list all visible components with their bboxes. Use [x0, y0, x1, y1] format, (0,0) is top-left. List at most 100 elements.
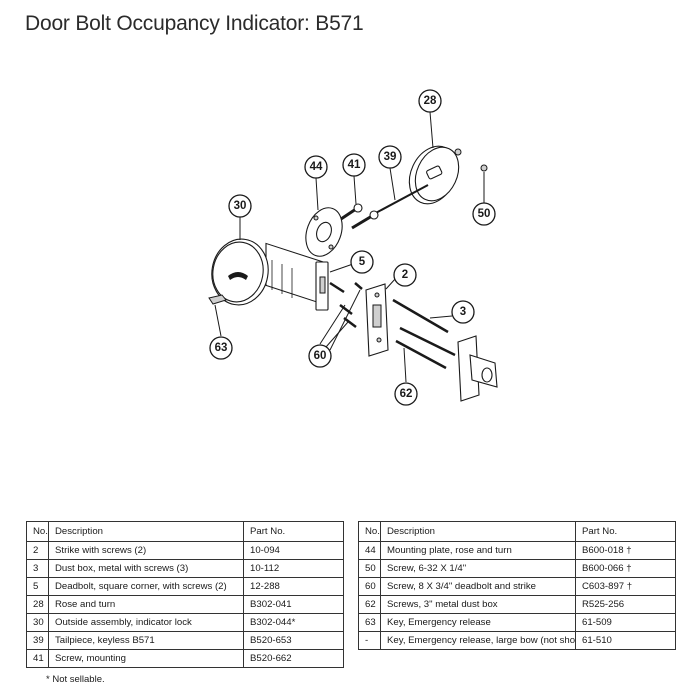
part-rose-and-turn [408, 145, 460, 205]
callout-50-label: 50 [478, 208, 491, 220]
cell-no: - [358, 631, 381, 650]
callout-50: 50 [472, 202, 496, 226]
cell-part-no: B520-653 [243, 631, 344, 650]
table-header-row: No. Description Part No. [26, 521, 344, 542]
part-strike [365, 283, 389, 357]
cell-description: Key, Emergency release, large bow (not s… [380, 631, 576, 650]
cell-no: 5 [26, 577, 49, 596]
cell-description: Deadbolt, square corner, with screws (2) [48, 577, 244, 596]
cell-no: 2 [26, 541, 49, 560]
part-screws-60 [329, 281, 363, 328]
cell-description: Screws, 3" metal dust box [380, 595, 576, 614]
cell-part-no: C603-897 † [575, 577, 676, 596]
callout-63-label: 63 [215, 342, 228, 354]
header-no: No. [358, 521, 381, 542]
header-no: No. [26, 521, 49, 542]
callout-30-label: 30 [234, 200, 247, 212]
cell-no: 44 [358, 541, 381, 560]
cell-description: Dust box, metal with screws (3) [48, 559, 244, 578]
cell-no: 63 [358, 613, 381, 632]
callout-60: 60 [308, 344, 332, 368]
cell-description: Screw, mounting [48, 649, 244, 668]
callout-5-label: 5 [359, 256, 366, 268]
callout-3-label: 3 [460, 306, 466, 318]
callout-62: 62 [394, 382, 418, 406]
cell-description: Mounting plate, rose and turn [380, 541, 576, 560]
part-dust-box [457, 335, 498, 402]
part-mounting-plate [305, 207, 343, 257]
cell-no: 39 [26, 631, 49, 650]
callout-28-label: 28 [424, 95, 437, 107]
cell-description: Rose and turn [48, 595, 244, 614]
part-outside-assembly [211, 238, 269, 306]
cell-no: 3 [26, 559, 49, 578]
callout-41-label: 41 [348, 159, 361, 171]
cell-no: 62 [358, 595, 381, 614]
cell-part-no: 61-510 [575, 631, 676, 650]
part-deadbolt [265, 242, 329, 311]
callout-62-label: 62 [400, 388, 413, 400]
callout-39-label: 39 [384, 151, 397, 163]
callout-41: 41 [342, 153, 366, 177]
callout-30: 30 [228, 194, 252, 218]
cell-part-no: 61-509 [575, 613, 676, 632]
cell-no: 41 [26, 649, 49, 668]
part-screw-50 [454, 148, 488, 172]
cell-no: 60 [358, 577, 381, 596]
callout-2-label: 2 [402, 269, 408, 281]
cell-part-no: B302-044* [243, 613, 344, 632]
part-long-screws [392, 298, 456, 370]
callout-44: 44 [304, 155, 328, 179]
cell-description: Key, Emergency release [380, 613, 576, 632]
callout-39: 39 [378, 145, 402, 169]
cell-part-no: R525-256 [575, 595, 676, 614]
callout-60-label: 60 [314, 350, 327, 362]
cell-part-no: B302-041 [243, 595, 344, 614]
callout-2: 2 [393, 263, 417, 287]
cell-no: 50 [358, 559, 381, 578]
cell-part-no: B600-066 † [575, 559, 676, 578]
callout-3: 3 [451, 300, 475, 324]
cell-description: Screw, 8 X 3/4" deadbolt and strike [380, 577, 576, 596]
cell-no: 30 [26, 613, 49, 632]
cell-part-no: 12-288 [243, 577, 344, 596]
callout-5: 5 [350, 250, 374, 274]
cell-no: 28 [26, 595, 49, 614]
exploded-parts-diagram: 28 44 41 39 50 30 5 2 3 63 60 62 [208, 89, 498, 406]
callout-28: 28 [418, 89, 442, 113]
leader-lines [214, 111, 485, 383]
cell-description: Strike with screws (2) [48, 541, 244, 560]
header-description: Description [48, 521, 244, 542]
cell-description: Tailpiece, keyless B571 [48, 631, 244, 650]
footnote: * Not sellable. [46, 674, 105, 685]
page-title: Door Bolt Occupancy Indicator: B571 [25, 12, 364, 35]
part-emergency-key [208, 294, 227, 305]
callout-44-label: 44 [310, 161, 323, 173]
cell-part-no: 10-094 [243, 541, 344, 560]
cell-part-no: 10-112 [243, 559, 344, 578]
header-part-no: Part No. [575, 521, 676, 542]
callout-63: 63 [209, 336, 233, 360]
cell-part-no: B600-018 † [575, 541, 676, 560]
part-mounting-screws [337, 203, 379, 230]
header-description: Description [380, 521, 576, 542]
cell-description: Outside assembly, indicator lock [48, 613, 244, 632]
table-header-row: No. Description Part No. [358, 521, 676, 542]
cell-part-no: B520-662 [243, 649, 344, 668]
table-row: -Key, Emergency release, large bow (not … [358, 631, 676, 650]
part-tailpiece [371, 184, 429, 216]
cell-description: Screw, 6-32 X 1/4" [380, 559, 576, 578]
